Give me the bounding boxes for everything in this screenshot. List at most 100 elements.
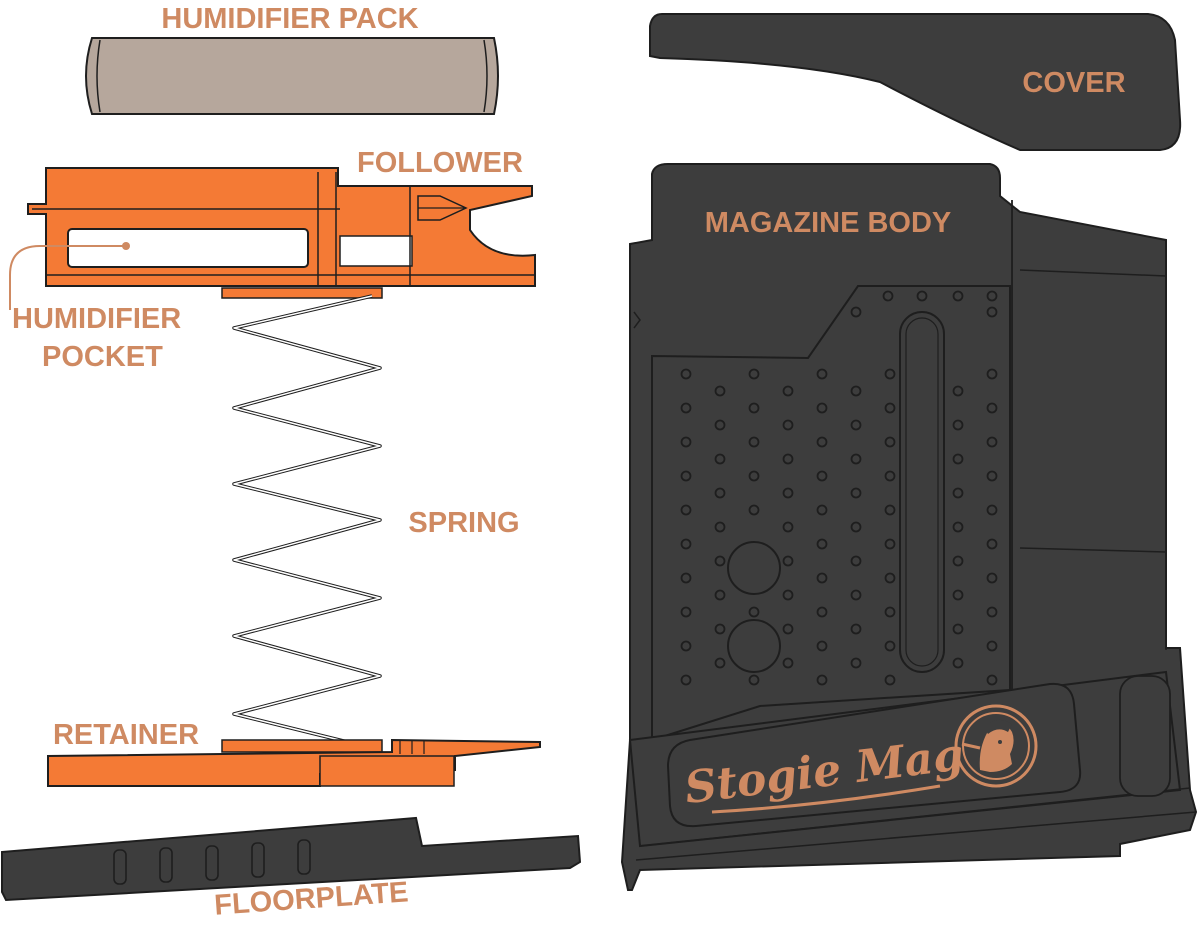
magazine-dot — [680, 402, 692, 414]
magazine-dot — [680, 504, 692, 516]
magazine-dot — [816, 572, 828, 584]
magazine-dot — [952, 521, 964, 533]
follower — [27, 167, 536, 299]
magazine-dot — [816, 470, 828, 482]
magazine-dot — [714, 589, 726, 601]
magazine-dot — [748, 470, 760, 482]
magazine-dot — [986, 606, 998, 618]
magazine-dot — [952, 290, 964, 302]
magazine-dot — [816, 402, 828, 414]
magazine-dot — [782, 419, 794, 431]
magazine-dot — [782, 385, 794, 397]
magazine-dot — [680, 572, 692, 584]
magazine-dot — [850, 589, 862, 601]
floorplate-grip-slots — [113, 839, 311, 885]
magazine-dot — [986, 402, 998, 414]
magazine-dot — [986, 306, 998, 318]
magazine-dot — [850, 555, 862, 567]
magazine-dot — [850, 657, 862, 669]
humidifier-pocket-slot — [67, 228, 309, 268]
magazine-large-hole — [727, 619, 781, 673]
humidifier-pack — [85, 37, 499, 115]
magazine-dot — [782, 521, 794, 533]
magazine-dot — [884, 368, 896, 380]
magazine-dot — [952, 589, 964, 601]
magazine-dot — [882, 290, 894, 302]
magazine-dot — [748, 606, 760, 618]
magazine-dot — [850, 521, 862, 533]
magazine-large-hole — [727, 541, 781, 595]
magazine-dot — [884, 470, 896, 482]
magazine-dot — [850, 487, 862, 499]
magazine-dot — [850, 306, 862, 318]
magazine-dot — [782, 623, 794, 635]
magazine-dot — [850, 419, 862, 431]
magazine-dot — [782, 589, 794, 601]
magazine-dot — [680, 640, 692, 652]
humidifier-pack-label: HUMIDIFIER PACK — [161, 3, 418, 35]
magazine-dot — [850, 623, 862, 635]
magazine-dot — [986, 572, 998, 584]
magazine-window-slot — [899, 311, 945, 673]
magazine-dot — [782, 657, 794, 669]
magazine-dot — [884, 402, 896, 414]
magazine-dot — [816, 538, 828, 550]
magazine-dot — [952, 657, 964, 669]
magazine-dot — [850, 385, 862, 397]
magazine-dot — [680, 470, 692, 482]
logo-emblem — [954, 704, 1038, 788]
magazine-body-label: MAGAZINE BODY — [705, 207, 952, 239]
magazine-dot — [986, 504, 998, 516]
logo-swoosh — [711, 784, 941, 814]
magazine-dot — [884, 640, 896, 652]
magazine-dot — [714, 521, 726, 533]
magazine-dot — [748, 402, 760, 414]
magazine-dot — [952, 419, 964, 431]
magazine-dot — [986, 674, 998, 686]
magazine-dot — [952, 623, 964, 635]
magazine-dot — [714, 453, 726, 465]
magazine-dot — [816, 504, 828, 516]
magazine-dot — [884, 436, 896, 448]
humidifier-pocket-label-line2: POCKET — [42, 341, 163, 373]
magazine-dot — [714, 419, 726, 431]
magazine-dot — [884, 504, 896, 516]
magazine-dot — [782, 453, 794, 465]
magazine-dot — [748, 504, 760, 516]
magazine-dot — [816, 606, 828, 618]
magazine-body: Stogie Mag — [620, 163, 1198, 891]
magazine-dot — [680, 538, 692, 550]
cover-label: COVER — [1022, 67, 1125, 99]
magazine-dot — [748, 436, 760, 448]
humidifier-pocket-dot — [122, 242, 130, 250]
magazine-dot-pattern — [680, 290, 998, 686]
magazine-dot — [986, 436, 998, 448]
magazine-dot — [884, 674, 896, 686]
magazine-dot — [714, 555, 726, 567]
magazine-dot — [916, 290, 928, 302]
retainer — [47, 738, 541, 787]
magazine-dot — [680, 368, 692, 380]
magazine-dot — [952, 555, 964, 567]
magazine-dot — [952, 385, 964, 397]
magazine-dot — [714, 487, 726, 499]
magazine-dot — [748, 368, 760, 380]
magazine-dot — [884, 538, 896, 550]
retainer-label: RETAINER — [53, 719, 199, 751]
magazine-dot — [952, 487, 964, 499]
magazine-dot — [816, 368, 828, 380]
magazine-dot — [986, 290, 998, 302]
magazine-dot — [714, 623, 726, 635]
spring-label: SPRING — [408, 507, 519, 539]
magazine-dot — [714, 657, 726, 669]
magazine-dot — [986, 368, 998, 380]
humidifier-pocket-label-line1: HUMIDIFIER — [12, 303, 181, 335]
magazine-dot — [986, 470, 998, 482]
magazine-dot — [816, 436, 828, 448]
magazine-dot — [816, 640, 828, 652]
magazine-dot — [782, 555, 794, 567]
magazine-dot — [680, 606, 692, 618]
floorplate — [1, 816, 582, 902]
follower-label: FOLLOWER — [357, 147, 523, 179]
